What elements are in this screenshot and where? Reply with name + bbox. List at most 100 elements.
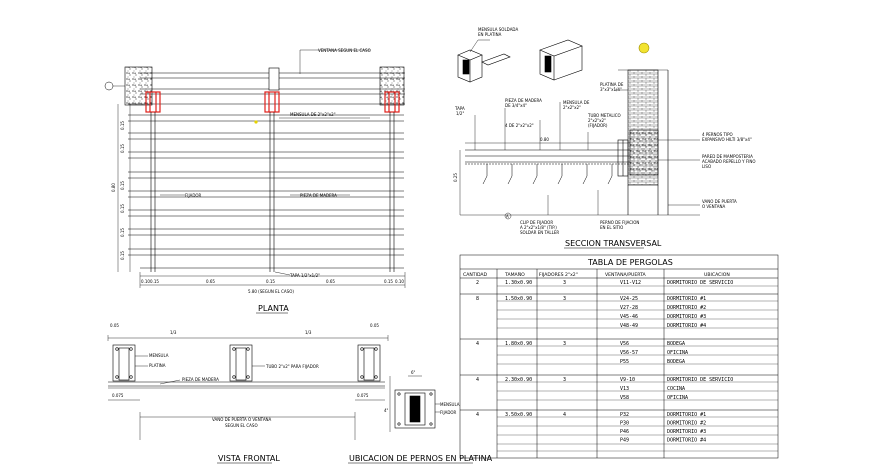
svg-text:0.10: 0.10 xyxy=(141,279,150,284)
section-labels: MENSULA SOLDADA EN PLATINA TAPA 1/2" PIE… xyxy=(453,27,756,235)
pernos-label-fijador: FIJADOR xyxy=(440,410,457,415)
cell-tamano: 3.50x0.90 xyxy=(505,412,532,418)
label-tapa: TAPA 1/2"x1/2" xyxy=(289,273,320,278)
svg-text:VANO DE PUERTA: VANO DE PUERTA xyxy=(702,199,737,204)
plan-title: PLANTA xyxy=(258,304,289,313)
frontal-third-a: 1/3 xyxy=(170,330,177,335)
cell-ventana: V13 xyxy=(620,386,629,392)
label-fijador: FIJADOR xyxy=(185,193,202,198)
frontal-third-b: 1/3 xyxy=(305,330,312,335)
frontal-dim-right: 0.075 xyxy=(357,393,369,398)
cell-ventana: V56-57 xyxy=(620,350,638,356)
cell-ubicacion: OFICINA xyxy=(667,350,688,356)
side-dim: 0.15 xyxy=(120,121,125,130)
side-dim: 0.15 xyxy=(120,144,125,153)
wall-concrete xyxy=(629,129,659,176)
svg-text:EN EL SITIO: EN EL SITIO xyxy=(600,225,623,230)
svg-text:(FIJADOR): (FIJADOR) xyxy=(588,123,608,128)
svg-text:PERNO DE FIJACION: PERNO DE FIJACION xyxy=(600,220,639,225)
cell-ubicacion: DORMITORIO DE SERVICIO xyxy=(667,280,733,286)
total-dim: 0.80 xyxy=(111,183,116,192)
cell-tamano: 1.30x0.90 xyxy=(505,280,532,286)
svg-text:MENSULA SOLDADA: MENSULA SOLDADA xyxy=(478,27,518,32)
cell-ventana: P55 xyxy=(620,359,629,365)
svg-text:TAPA: TAPA xyxy=(454,106,465,111)
cell-ventana: V11-V12 xyxy=(620,280,641,286)
cell-tamano: 2.30x0.90 xyxy=(505,377,532,383)
svg-text:PLATINA DE: PLATINA DE xyxy=(600,82,624,87)
cell-ubicacion: DORMITORIO #4 xyxy=(667,438,706,444)
svg-text:4 DE 2"x2"x2": 4 DE 2"x2"x2" xyxy=(505,123,534,128)
svg-text:0.80: 0.80 xyxy=(540,137,549,142)
label-pieza-madera: PIEZA DE MADERA xyxy=(300,193,337,198)
cell-fijadores: 3 xyxy=(563,341,566,347)
header-tamano: TAMAÑO xyxy=(504,271,525,278)
cell-cantidad: 8 xyxy=(476,296,479,302)
frontal-label-mensula: MENSULA xyxy=(149,353,169,358)
svg-text:0.15: 0.15 xyxy=(150,279,159,284)
svg-text:0.25: 0.25 xyxy=(453,173,458,182)
cell-ubicacion: DORMITORIO #3 xyxy=(667,314,706,320)
cell-ubicacion: COCINA xyxy=(667,386,685,392)
label-bottom-dim: 5.80 (SEGUN EL CASO) xyxy=(248,289,294,294)
cell-ventana: V56 xyxy=(620,341,629,347)
plan-side-dims: 0.15 0.15 0.15 0.15 0.15 0.15 0.80 xyxy=(111,121,125,260)
cell-ubicacion: DORMITORIO #4 xyxy=(667,323,706,329)
cell-ubicacion: BODEGA xyxy=(667,359,685,365)
svg-text:A 2"x2"x1/8" (TIP.): A 2"x2"x1/8" (TIP.) xyxy=(520,225,557,230)
svg-text:EN PLATINA: EN PLATINA xyxy=(478,32,502,37)
side-dim: 0.15 xyxy=(120,204,125,213)
svg-text:CLIP DE FIJADOR: CLIP DE FIJADOR xyxy=(520,220,553,225)
svg-text:SOLDAR EN TALLER: SOLDAR EN TALLER xyxy=(520,230,559,235)
svg-text:1/2": 1/2" xyxy=(456,111,464,116)
header-ventana: VENTANA/PUERTA xyxy=(605,272,647,278)
cell-cantidad: 4 xyxy=(476,377,479,383)
svg-text:2"x2"x2": 2"x2"x2" xyxy=(563,105,581,110)
pergola-table xyxy=(459,254,779,459)
frontal-dim-left: 0.075 xyxy=(112,393,124,398)
pernos-detail xyxy=(389,375,440,432)
svg-text:0.65: 0.65 xyxy=(326,279,335,284)
cell-fijadores: 3 xyxy=(563,296,566,302)
cell-fijadores: 4 xyxy=(563,412,566,418)
cell-ubicacion: OFICINA xyxy=(667,395,688,401)
cell-ubicacion: DORMITORIO #1 xyxy=(667,412,706,418)
pernos-title: UBICACION DE PERNOS EN PLATINA xyxy=(349,454,493,463)
header-cantidad: CANTIDAD xyxy=(463,272,488,278)
svg-text:LISO: LISO xyxy=(702,164,711,169)
frontal-label-vano2: SEGUN EL CASO xyxy=(225,423,258,428)
concrete-column-right xyxy=(379,66,405,106)
cell-ubicacion: BODEGA xyxy=(667,341,685,347)
svg-text:4 PERNOS TIPO: 4 PERNOS TIPO xyxy=(702,132,733,137)
cell-tamano: 1.50x0.90 xyxy=(505,296,532,302)
svg-text:0.10: 0.10 xyxy=(395,279,404,284)
label-ventana-segun-caso: VENTANA SEGUN EL CASO xyxy=(318,48,371,53)
cell-ventana: V45-46 xyxy=(620,314,638,320)
svg-text:0.65: 0.65 xyxy=(206,279,215,284)
frontal-label-pieza: PIEZA DE MADERA xyxy=(182,377,219,382)
cell-ubicacion: DORMITORIO #2 xyxy=(667,421,706,427)
pernos-dim2: 4" xyxy=(384,408,389,413)
cell-ventana: V24-25 xyxy=(620,296,638,302)
frontal-dim-top-left: 0.05 xyxy=(110,323,119,328)
cell-fijadores: 3 xyxy=(563,280,566,286)
cell-fijadores: 3 xyxy=(563,377,566,383)
svg-text:TUBO METALICO: TUBO METALICO xyxy=(587,113,621,118)
pernos-label-mensula: MENSULA xyxy=(440,402,460,407)
table-title: TABLA DE PERGOLAS xyxy=(587,258,673,267)
frontal-dim-top-right: 0.05 xyxy=(370,323,379,328)
section-view xyxy=(457,39,700,220)
label-mensula: MENSULA DE 2"x2"x2" xyxy=(290,112,336,117)
svg-text:PIEZA DE MADERA: PIEZA DE MADERA xyxy=(505,98,542,103)
cell-tamano: 1.80x0.90 xyxy=(505,341,532,347)
cell-ventana: V27-28 xyxy=(620,305,638,311)
cell-ventana: P46 xyxy=(620,429,629,435)
svg-text:ACABADO REPELLO Y FINO: ACABADO REPELLO Y FINO xyxy=(702,159,756,164)
cell-ubicacion: DORMITORIO DE SERVICIO xyxy=(667,377,733,383)
plan-view xyxy=(104,49,406,288)
svg-text:3"x3"x1/4": 3"x3"x1/4" xyxy=(600,87,622,92)
frontal-label-tubo: TUBO 2"x2" PARA FIJADOR xyxy=(265,364,319,369)
cell-ventana: V58 xyxy=(620,395,629,401)
